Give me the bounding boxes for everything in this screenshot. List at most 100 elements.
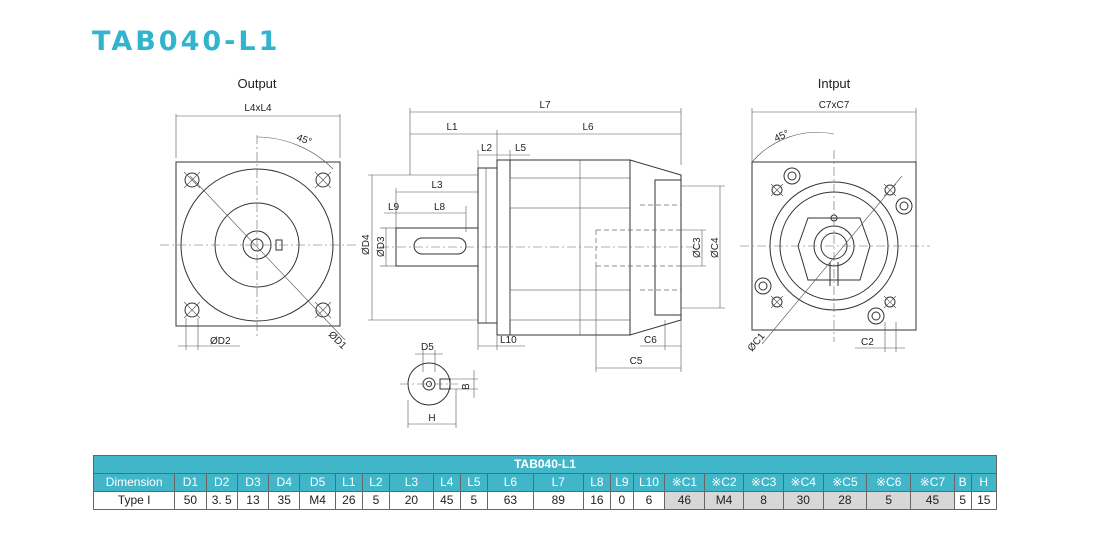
table-row: Type I 50 3. 5 13 35 M4 26 5 20 45 5 63 …	[92, 491, 998, 510]
output-view: Output L4xL4 45° ØD2 ØD1	[160, 76, 356, 352]
table-cell: 26	[334, 491, 363, 510]
dim-d3: ØD3	[376, 236, 387, 257]
dim-l7: L7	[539, 100, 551, 111]
table-cell: 5	[459, 491, 488, 510]
table-cell: 28	[822, 491, 868, 510]
table-header-cell: D3	[236, 473, 270, 492]
output-view-label: Output	[237, 76, 276, 91]
table-header-cell: L1	[334, 473, 363, 492]
dim-c4: ØC4	[710, 237, 721, 258]
dim-b: B	[461, 383, 472, 390]
dim-45-deg-output: 45°	[295, 132, 313, 148]
table-header-cell: D4	[268, 473, 301, 492]
table-cell: 0	[609, 491, 634, 510]
input-hole-br	[867, 307, 885, 325]
dim-c2: C2	[861, 337, 874, 348]
input-hole-tr	[895, 197, 913, 215]
side-flange	[477, 167, 498, 324]
mount-hole-tr	[315, 172, 331, 188]
table-cell: 50	[174, 491, 207, 510]
table-cell: 63	[486, 491, 534, 510]
dim-d1: ØD1	[326, 329, 349, 352]
dim-c7xc7: C7xC7	[819, 100, 850, 111]
table-cell: 5	[361, 491, 390, 510]
table-cell: 13	[236, 491, 270, 510]
dim-l5: L5	[515, 143, 527, 154]
mount-hole-bl	[184, 302, 200, 318]
dim-c5: C5	[630, 356, 643, 367]
dim-c3: ØC3	[692, 237, 703, 258]
page-title: TAB040-L1	[92, 26, 281, 57]
table-header-cell: L10	[632, 473, 666, 492]
table-cell: 16	[582, 491, 611, 510]
table-header-cell: L4	[432, 473, 461, 492]
input-hole-bl	[754, 277, 772, 295]
table-header-cell: ※C7	[910, 473, 955, 492]
table-title-row: TAB040-L1	[93, 455, 997, 474]
table-header-cell: L8	[582, 473, 611, 492]
table-header-cell: L2	[361, 473, 390, 492]
table-header-cell: L9	[609, 473, 634, 492]
table-cell: 46	[664, 491, 705, 510]
dim-l3: L3	[431, 180, 443, 191]
table-cell: 35	[268, 491, 301, 510]
table-header-cell: L6	[486, 473, 534, 492]
input-view-label: Intput	[818, 76, 851, 91]
table-header-cell: D1	[174, 473, 207, 492]
dim-d4: ØD4	[361, 234, 372, 255]
table-header-cell: ※C2	[703, 473, 745, 492]
table-header-row: Dimension D1 D2 D3 D4 D5 L1 L2 L3 L4 L5 …	[92, 473, 998, 492]
table-header-cell: ※C4	[782, 473, 824, 492]
table-cell: M4	[703, 491, 745, 510]
dim-c1: ØC1	[746, 331, 768, 354]
table-caption: TAB040-L1	[93, 455, 997, 474]
spec-table: TAB040-L1 Dimension D1 D2 D3 D4 D5 L1 L2…	[92, 455, 998, 510]
table-header-cell: ※C3	[743, 473, 784, 492]
dim-45-deg-input: 45°	[773, 128, 791, 144]
dim-d2: ØD2	[210, 336, 231, 347]
dim-l1: L1	[446, 122, 458, 133]
dim-h: H	[428, 413, 435, 424]
side-view: L7 L1 L6 L2 L5 L3 L9 L8	[361, 100, 725, 372]
table-header-cell: ※C5	[822, 473, 868, 492]
input-hole-tl	[783, 167, 801, 185]
motor-adapter	[654, 179, 682, 316]
table-header-cell: L3	[388, 473, 434, 492]
table-cell: M4	[299, 491, 336, 510]
dim-l4xl4: L4xL4	[244, 103, 272, 114]
input-view: Intput C7xC7 45° ØC1	[740, 76, 930, 354]
table-header-cell: L7	[532, 473, 584, 492]
dim-d5: D5	[421, 342, 434, 353]
table-header-cell: H	[970, 473, 998, 492]
table-cell: 15	[970, 491, 998, 510]
table-header-cell: L5	[459, 473, 488, 492]
table-header-cell: D5	[299, 473, 336, 492]
gear-housing	[496, 159, 631, 336]
table-cell: 45	[432, 491, 461, 510]
table-cell: 45	[910, 491, 955, 510]
table-cell: Type I	[92, 491, 176, 510]
dim-l9: L9	[388, 202, 400, 213]
table-cell: 20	[388, 491, 434, 510]
table-cell: 89	[532, 491, 584, 510]
dim-l2: L2	[481, 143, 493, 154]
table-cell: 6	[632, 491, 666, 510]
table-cell: 8	[743, 491, 784, 510]
table-header-cell: D2	[205, 473, 238, 492]
shaft-detail: D5 B H	[400, 342, 478, 428]
table-cell: 3. 5	[205, 491, 238, 510]
table-header-cell: ※C6	[866, 473, 912, 492]
technical-drawing: Output L4xL4 45° ØD2 ØD1	[160, 76, 930, 428]
dim-l10: L10	[500, 335, 517, 346]
table-cell: 5	[866, 491, 912, 510]
table-cell: 30	[782, 491, 824, 510]
table-header-cell: ※C1	[664, 473, 705, 492]
dim-c6: C6	[644, 335, 657, 346]
table-header-cell: B	[953, 473, 972, 492]
output-flange	[175, 161, 341, 327]
dim-l8: L8	[434, 202, 446, 213]
table-cell: 5	[953, 491, 972, 510]
mount-hole-tl	[184, 172, 200, 188]
shaft-key	[413, 237, 467, 255]
table-header-cell: Dimension	[92, 473, 176, 492]
